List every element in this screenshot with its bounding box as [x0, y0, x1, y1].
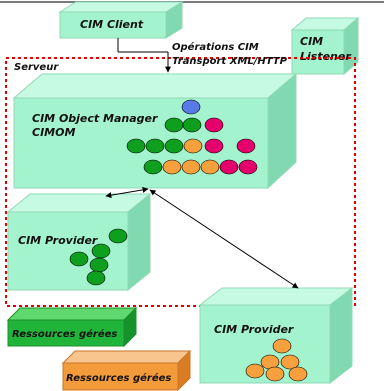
- resources-orange-label: Ressources gérées: [66, 372, 171, 384]
- cim-client-label: CIM Client: [80, 18, 144, 31]
- dot-orange: [183, 138, 203, 154]
- dot-pink: [236, 138, 256, 154]
- dot-pink: [219, 159, 239, 175]
- connector-cimom-provider-right: [149, 189, 299, 289]
- dot-orange: [245, 363, 265, 379]
- operations-label-line2: Transport XML/HTTP: [172, 56, 288, 67]
- cim-provider-left-label: CIM Provider: [18, 234, 98, 247]
- cimom-label-line2: CIMOM: [32, 126, 75, 139]
- cimom-dots: [126, 99, 258, 175]
- dot-orange: [288, 366, 308, 382]
- dot-pink: [204, 138, 224, 154]
- resources-orange-box: Ressources gérées: [61, 349, 192, 391]
- dot-green: [91, 243, 111, 259]
- operations-label-line1: Opérations CIM: [172, 41, 259, 53]
- dot-orange: [200, 159, 220, 175]
- dot-orange: [265, 366, 285, 382]
- provider-right-dots: [245, 338, 308, 382]
- resources-green-box: Ressources gérées: [6, 306, 138, 348]
- dot-green: [164, 117, 184, 133]
- cim-listener-label-line2: Listener: [300, 50, 351, 63]
- dot-green: [86, 270, 106, 286]
- dot-orange: [280, 354, 300, 370]
- dot-green: [69, 251, 89, 267]
- cim-provider-right-label: CIM Provider: [214, 323, 294, 336]
- dot-green: [108, 228, 128, 244]
- dot-green: [182, 117, 202, 133]
- dot-green: [89, 257, 109, 273]
- connector-cimom-provider-left: [105, 186, 149, 199]
- dot-green: [143, 159, 163, 175]
- cim-provider-right-box: CIM Provider: [198, 286, 354, 385]
- dot-orange: [272, 338, 292, 354]
- dot-orange: [181, 159, 201, 175]
- dot-green: [126, 138, 146, 154]
- cim-client-box: CIM Client: [58, 1, 184, 39]
- resources-green-label: Ressources gérées: [12, 328, 117, 340]
- server-boundary: [5, 57, 356, 307]
- dot-blue: [181, 99, 201, 115]
- cim-listener-label-line1: CIM: [300, 35, 323, 48]
- server-label: Serveur: [14, 62, 59, 73]
- cim-listener-box: CIM Listener: [290, 16, 360, 76]
- dot-pink: [238, 159, 258, 175]
- dot-pink: [204, 117, 224, 133]
- provider-left-dots: [69, 228, 128, 286]
- dot-green: [164, 138, 184, 154]
- dot-orange: [162, 159, 182, 175]
- cim-provider-left-box: CIM Provider: [6, 192, 152, 292]
- cimom-label-line1: CIM Object Manager: [32, 112, 158, 125]
- dot-green: [145, 138, 165, 154]
